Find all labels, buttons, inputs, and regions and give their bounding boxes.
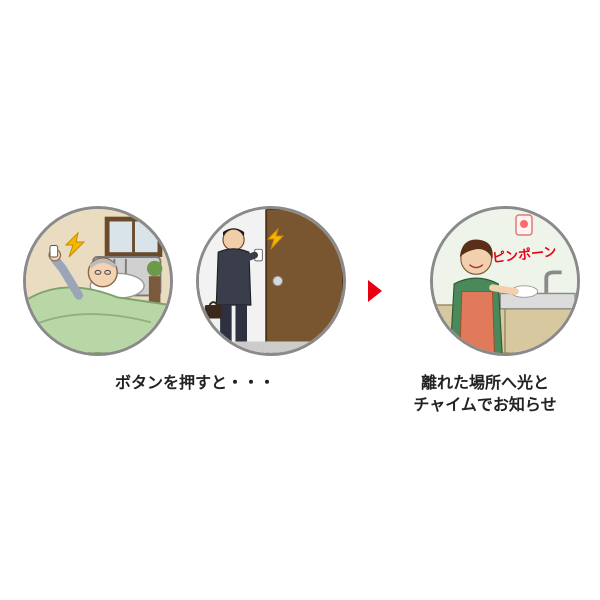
notification-caption-line-1: 離れた場所へ光と	[420, 373, 549, 392]
bedridden-person-illustration	[23, 206, 173, 356]
notification-caption: 離れた場所へ光と チャイムでお知らせ	[400, 372, 570, 416]
woman-in-kitchen-illustration	[430, 206, 580, 356]
press-button-caption: ボタンを押すと・・・	[114, 373, 275, 392]
right-triangle-arrow-icon	[368, 280, 382, 302]
lightning-bolt-icon	[60, 231, 90, 258]
notification-caption-line-2: チャイムでお知らせ	[413, 395, 557, 414]
flashing-light-icon	[515, 214, 533, 236]
lightning-bolt-icon	[264, 227, 286, 250]
